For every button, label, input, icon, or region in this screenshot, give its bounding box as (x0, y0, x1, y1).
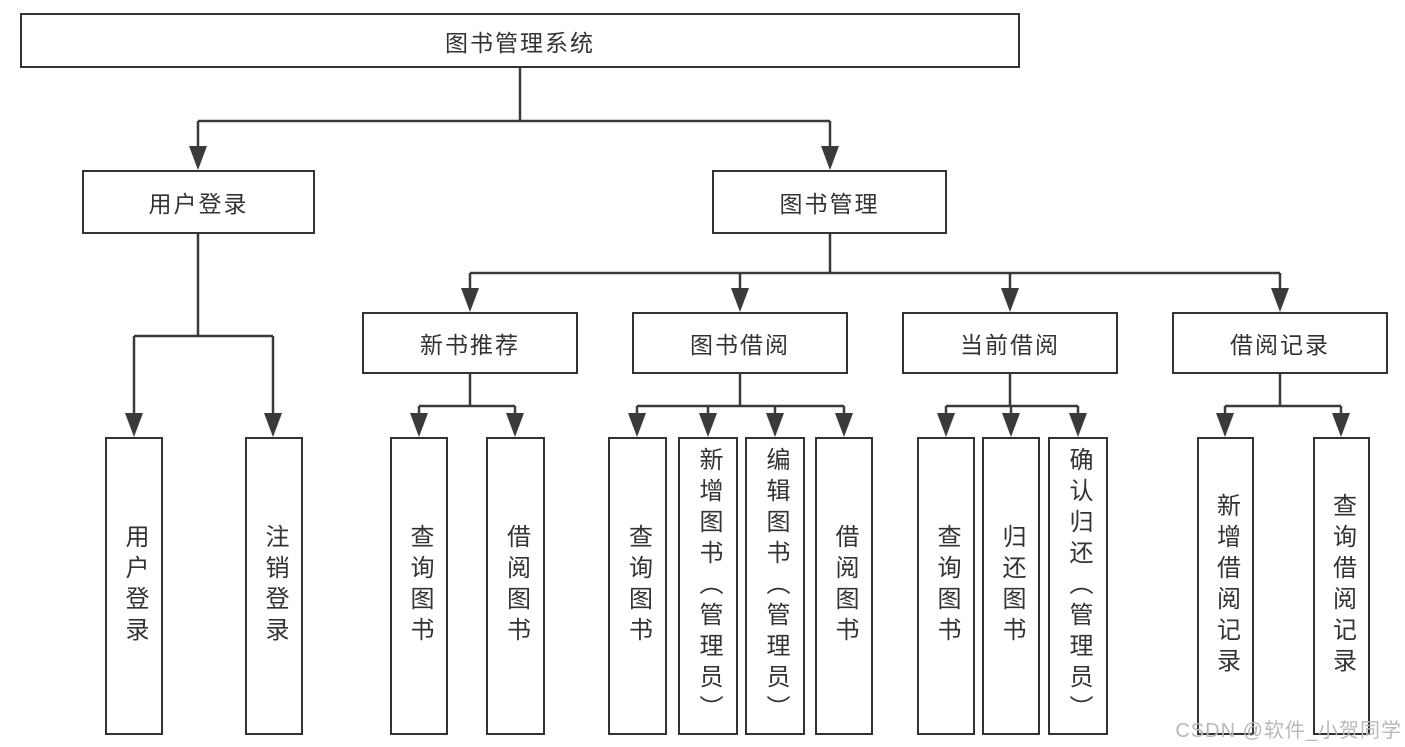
node-leaf-return-book-label: 归还图书 (998, 524, 1025, 648)
node-user-login: 用户登录 (82, 170, 315, 234)
node-leaf-query-borrow-record-label: 查询借阅记录 (1328, 493, 1356, 679)
node-leaf-confirm-return-admin: 确认归还（管理员） (1048, 437, 1108, 735)
node-leaf-query-borrow-record: 查询借阅记录 (1313, 437, 1370, 735)
node-borrow-records: 借阅记录 (1172, 312, 1388, 374)
node-leaf-add-book-admin: 新增图书（管理员） (678, 437, 738, 735)
node-leaf-return-book: 归还图书 (982, 437, 1040, 735)
node-leaf-add-borrow-record: 新增借阅记录 (1197, 437, 1254, 735)
node-leaf-borrow-books-recommend-label: 借阅图书 (502, 524, 530, 648)
node-leaf-edit-book-admin-label: 编辑图书（管理员） (762, 446, 789, 726)
node-library-system: 图书管理系统 (20, 13, 1020, 68)
node-leaf-query-books-borrow: 查询图书 (608, 437, 667, 735)
node-borrow-records-label: 借阅记录 (1230, 332, 1330, 358)
node-leaf-query-books-recommend-label: 查询图书 (406, 524, 433, 648)
node-leaf-query-books-borrow-label: 查询图书 (624, 524, 652, 648)
node-leaf-query-books-recommend: 查询图书 (390, 437, 448, 735)
node-leaf-add-book-admin-label: 新增图书（管理员） (695, 446, 722, 726)
node-current-borrow-label: 当前借阅 (960, 332, 1060, 358)
node-leaf-query-books-current: 查询图书 (917, 437, 975, 735)
node-book-borrow: 图书借阅 (632, 312, 848, 374)
node-leaf-edit-book-admin: 编辑图书（管理员） (745, 437, 805, 735)
node-new-book-recommend-label: 新书推荐 (420, 332, 520, 358)
node-current-borrow: 当前借阅 (902, 312, 1118, 374)
csdn-watermark: CSDN @软件_小贺同学 (1175, 720, 1402, 742)
node-leaf-query-books-current-label: 查询图书 (933, 524, 960, 648)
node-leaf-confirm-return-admin-label: 确认归还（管理员） (1065, 446, 1092, 726)
node-leaf-borrow-books-recommend: 借阅图书 (486, 437, 545, 735)
node-leaf-add-borrow-record-label: 新增借阅记录 (1212, 493, 1240, 679)
node-book-borrow-label: 图书借阅 (690, 332, 790, 358)
node-library-system-label: 图书管理系统 (445, 29, 595, 56)
node-book-management: 图书管理 (712, 170, 947, 234)
node-leaf-user-login-label: 用户登录 (121, 524, 148, 648)
node-user-login-label: 用户登录 (148, 191, 249, 217)
node-book-management-label: 图书管理 (779, 191, 880, 217)
node-new-book-recommend: 新书推荐 (362, 312, 578, 374)
node-leaf-logout-label: 注销登录 (261, 524, 288, 648)
node-leaf-logout: 注销登录 (245, 437, 303, 735)
node-leaf-user-login: 用户登录 (105, 437, 163, 735)
node-leaf-borrow-books-label: 借阅图书 (831, 524, 858, 648)
node-leaf-borrow-books: 借阅图书 (815, 437, 873, 735)
